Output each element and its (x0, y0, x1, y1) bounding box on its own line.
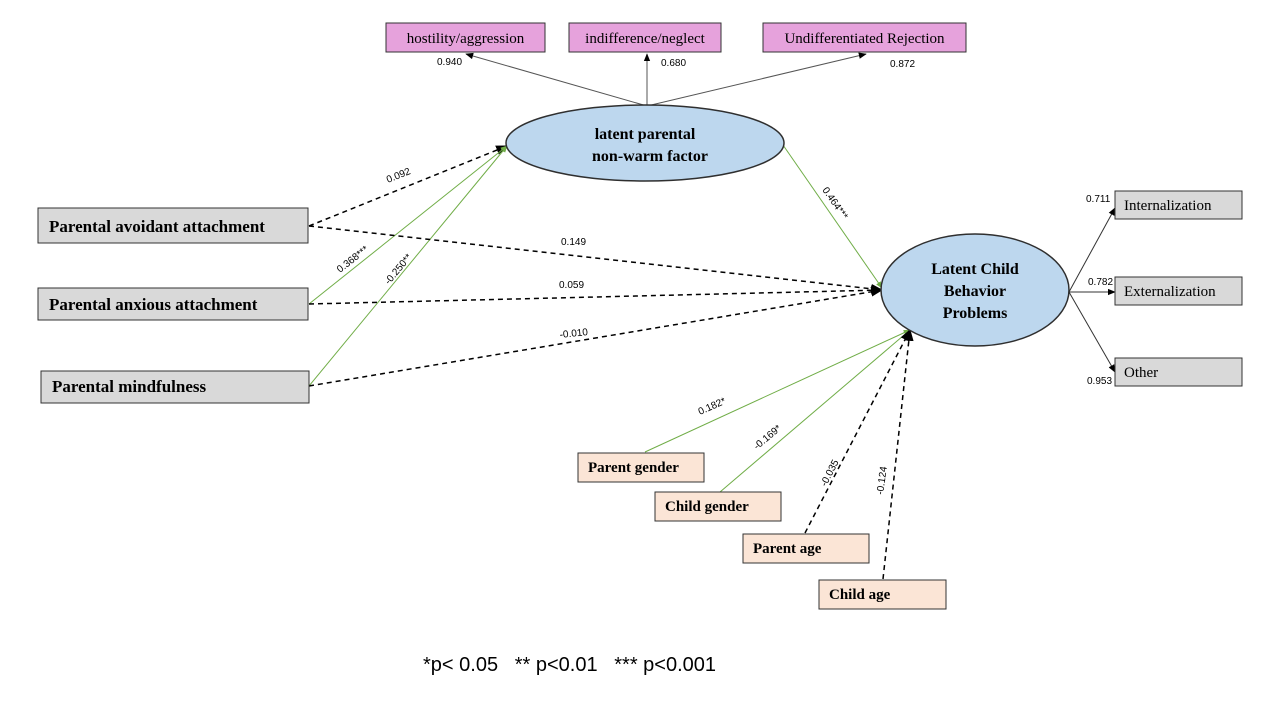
path-mindfulness-to-child (308, 287, 884, 387)
node-latent-child-line2: Behavior (944, 283, 1006, 300)
node-latent-nonwarm-line1: latent parental (595, 126, 696, 143)
node-latent-nonwarm-line2: non-warm factor (592, 148, 708, 165)
node-parent-age: Parent age (742, 533, 870, 564)
node-mindfulness-label: Parental mindfulness (52, 377, 207, 396)
node-indifference-label: indifference/neglect (585, 31, 705, 47)
coef-indifference: 0.680 (661, 58, 686, 69)
coef-avoidant-to-nonwarm: 0.092 (385, 166, 413, 186)
coef-avoidant-to-child: 0.149 (561, 237, 586, 248)
coef-other: 0.953 (1087, 376, 1112, 387)
significance-legend: *p< 0.05 ** p<0.01 *** p<0.001 (423, 654, 717, 676)
coef-parent-gender: 0.182* (697, 396, 728, 418)
path-child-age-to-child (882, 328, 914, 580)
coef-hostility: 0.940 (437, 57, 462, 68)
path-parent-gender-to-child (644, 329, 911, 453)
path-child-to-internalization (1068, 207, 1116, 293)
node-child-age-label: Child age (829, 587, 891, 603)
path-nonwarm-to-hostility (465, 52, 648, 107)
coef-anxious-to-child: 0.059 (559, 280, 584, 291)
path-avoidant-to-nonwarm (308, 145, 509, 227)
node-internalization: Internalization (1114, 190, 1243, 220)
path-avoidant-to-child (308, 225, 884, 294)
node-anxious: Parental anxious attachment (37, 287, 309, 321)
node-undiff-rejection: Undifferentiated Rejection (762, 22, 967, 53)
path-nonwarm-to-child (782, 144, 883, 289)
path-mindfulness-to-nonwarm (308, 145, 508, 387)
path-nonwarm-to-undiff-rejection (646, 52, 867, 107)
coef-anxious-to-nonwarm: 0.368*** (335, 244, 371, 275)
node-indifference: indifference/neglect (568, 22, 722, 53)
node-hostility: hostility/aggression (385, 22, 546, 53)
node-parent-gender-label: Parent gender (588, 460, 679, 476)
node-avoidant-label: Parental avoidant attachment (49, 217, 265, 236)
coef-parent-age: -0.035 (819, 458, 842, 489)
node-parent-age-label: Parent age (753, 541, 822, 557)
node-other: Other (1114, 357, 1243, 387)
node-parent-gender: Parent gender (577, 452, 705, 483)
node-anxious-label: Parental anxious attachment (49, 295, 258, 314)
node-child-age: Child age (818, 579, 947, 610)
node-latent-child-line3: Problems (943, 305, 1008, 322)
node-hostility-label: hostility/aggression (407, 31, 525, 47)
coef-child-age: -0.124 (875, 465, 890, 495)
node-mindfulness: Parental mindfulness (40, 370, 310, 404)
path-anxious-to-child (308, 285, 884, 305)
node-undiff-rejection-label: Undifferentiated Rejection (784, 31, 945, 47)
node-avoidant: Parental avoidant attachment (37, 207, 309, 244)
path-anxious-to-nonwarm (308, 145, 508, 305)
coef-mindfulness-to-child: -0.010 (559, 327, 589, 341)
path-parent-age-to-child (804, 328, 911, 534)
node-child-gender-label: Child gender (665, 499, 749, 515)
coef-externalization: 0.782 (1088, 277, 1113, 288)
node-child-gender: Child gender (654, 491, 782, 522)
node-latent-nonwarm: latent parental non-warm factor (505, 104, 785, 182)
path-child-to-other (1068, 291, 1116, 373)
node-externalization-label: Externalization (1124, 284, 1216, 300)
coef-mindfulness-to-nonwarm: -0.250** (383, 252, 415, 287)
coef-internalization: 0.711 (1086, 194, 1111, 205)
coef-child-gender: -0.169* (752, 423, 784, 452)
coef-undiff-rejection: 0.872 (890, 59, 915, 70)
path-child-gender-to-child (719, 329, 911, 493)
node-other-label: Other (1124, 365, 1158, 381)
node-internalization-label: Internalization (1124, 198, 1212, 214)
node-externalization: Externalization (1114, 276, 1243, 306)
node-latent-child-line1: Latent Child (931, 261, 1019, 278)
node-latent-child: Latent Child Behavior Problems (880, 233, 1070, 347)
